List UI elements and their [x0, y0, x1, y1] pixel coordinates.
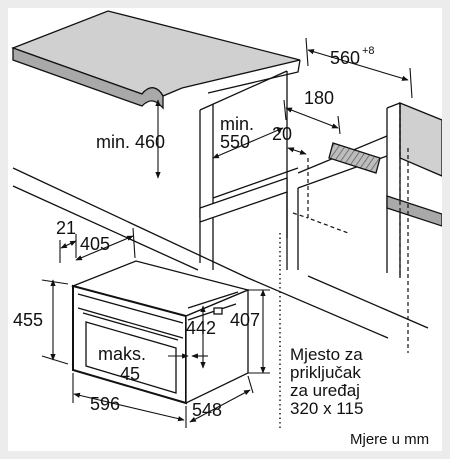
connection-note: Mjesto za priključak za uređaj 320 x 115 — [290, 345, 363, 418]
units-footer: Mjere u mm — [350, 431, 429, 448]
installation-diagram: 560 +8 min. 460 min. 550 180 20 21 405 4… — [11, 10, 442, 448]
dim-rear-gap: 20 — [272, 124, 292, 144]
connection-box — [279, 142, 381, 428]
dim-niche-depth-label: min. — [220, 114, 254, 134]
dim-oven-inner-height: 442 — [186, 318, 216, 338]
dim-oven-depth: 548 — [192, 400, 222, 420]
niche-cabinet — [199, 70, 388, 270]
dim-socket-offset: 180 — [304, 88, 334, 108]
dim-niche-depth-value: 550 — [220, 132, 250, 152]
dim-oven-width: 596 — [90, 394, 120, 414]
dim-niche-width: 560 — [330, 48, 360, 68]
note-line-1: Mjesto za — [290, 345, 363, 364]
dim-oven-top-depth: 405 — [80, 234, 110, 254]
right-cabinet — [386, 102, 442, 353]
dim-oven-height: 455 — [13, 310, 43, 330]
dim-niche-height: min. 460 — [96, 132, 165, 152]
note-line-4: 320 x 115 — [290, 399, 363, 418]
plinth-lines — [12, 167, 429, 339]
dim-oven-side-height: 407 — [230, 310, 260, 330]
diagram-frame: 560 +8 min. 460 min. 550 180 20 21 405 4… — [8, 8, 442, 451]
dim-gap-max-value: 45 — [120, 364, 140, 384]
dimension-lines — [41, 37, 413, 428]
note-line-3: za uređaj — [290, 381, 360, 400]
note-line-2: priključak — [290, 363, 361, 382]
countertop — [11, 10, 301, 110]
dim-oven-front-offset: 21 — [56, 218, 76, 238]
dim-niche-width-tolerance: +8 — [362, 45, 375, 57]
dim-gap-max-label: maks. — [98, 344, 146, 364]
oven — [70, 260, 251, 405]
